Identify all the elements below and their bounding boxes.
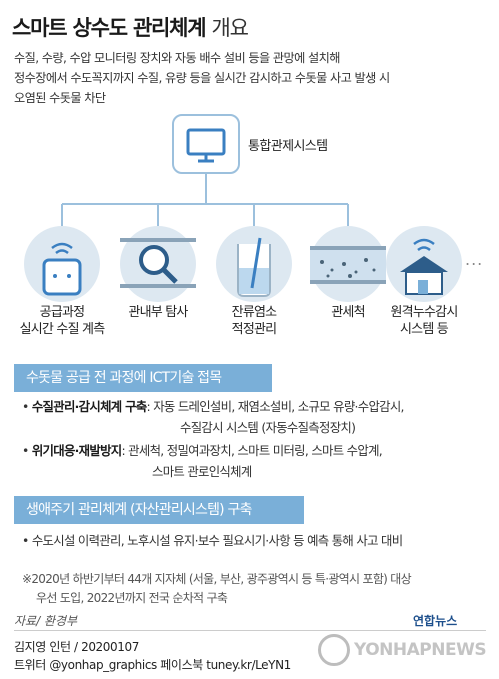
section1-bullet: • 수질관리·감시체계 구축: 자동 드레인설비, 재염소설비, 소규모 유량·… [22, 399, 404, 414]
section2-header: 생애주기 관리체계 (자산관리시스템) 구축 [14, 496, 304, 524]
footnote-line: 우선 도입, 2022년까지 전국 순차적 구축 [36, 591, 228, 605]
section1-header: 수돗물 공급 전 과정에 ICT기술 접목 [14, 364, 272, 392]
connector-lines [61, 174, 349, 226]
bullet-head: 수질관리·감시체계 구축 [31, 399, 147, 414]
title-sub: 개요 [211, 16, 249, 40]
section1-bullet-cont: 수질감시 시스템 (자동수질측정장치) [180, 420, 356, 435]
bullet-text: : 자동 드레인설비, 재염소설비, 소규모 유량·수압감시, [146, 399, 404, 414]
bullet-text: 수도시설 이력관리, 노후시설 유지·보수 필요시기·사항 등 예측 통해 사고… [31, 533, 403, 548]
monitor-icon [186, 128, 226, 163]
source: 자료/ 환경부 [14, 614, 78, 628]
component-label: 원격누수감시 시스템 등 [390, 305, 459, 337]
credit-social: 트위터 @yonhap_graphics 페이스북 tuney.kr/LeYN1 [14, 658, 291, 672]
section2-bullet: • 수도시설 이력관리, 노후시설 유지·보수 필요시기·사항 등 예측 통해 … [22, 533, 403, 548]
component-label: 관세척 [331, 305, 365, 320]
page-title: 스마트 상수도 관리체계 개요 [12, 12, 249, 42]
divider [14, 630, 486, 631]
pipe-circle [310, 226, 386, 302]
house-signal-icon [400, 238, 448, 295]
brand-logo: 연합뉴스 [413, 614, 458, 628]
section1-bullet: • 위기대응·재발방지: 관세척, 정밀여과장치, 스마트 미터링, 스마트 수… [22, 443, 383, 458]
title-main: 스마트 상수도 관리체계 [12, 16, 207, 40]
bullet-text: : 관세척, 정밀여과장치, 스마트 미터링, 스마트 수압계, [121, 443, 383, 458]
section1-bullet-cont: 스마트 관로인식체계 [152, 464, 252, 479]
beaker-icon [237, 237, 271, 297]
hub-monitor [172, 114, 240, 174]
footnote-line: ※2020년 하반기부터 44개 지자체 (서울, 부산, 광주광역시 등 특·… [22, 572, 412, 586]
hub-label: 통합관제시스템 [248, 139, 328, 154]
sensor-circle [24, 226, 100, 302]
intro-line: 오염된 수돗물 차단 [14, 91, 106, 105]
sensor-icon [42, 242, 82, 296]
component-label: 잔류염소 적정관리 [231, 305, 277, 337]
intro-text: 수질, 수량, 수압 모니터링 장치와 자동 배수 설비 등을 관망에 설치해 … [14, 48, 489, 108]
more-marker: ... [465, 250, 484, 269]
house-circle [386, 226, 462, 302]
beaker-circle [216, 226, 292, 302]
component-label: 공급과정 실시간 수질 계측 [19, 305, 106, 337]
pipe-icon [310, 246, 386, 284]
watermark-text: YONHAPNEWS [354, 640, 487, 660]
credit-author: 김지영 인턴 / 20200107 [14, 640, 139, 654]
magnifier-circle [120, 226, 196, 302]
intro-line: 수질, 수량, 수압 모니터링 장치와 자동 배수 설비 등을 관망에 설치해 [14, 51, 340, 65]
magnifier-icon [120, 238, 196, 288]
footnote: ※2020년 하반기부터 44개 지자체 (서울, 부산, 광주광역시 등 특·… [22, 570, 487, 608]
component-label: 관내부 탐사 [128, 305, 188, 320]
intro-line: 정수장에서 수도꼭지까지 수질, 유량 등을 실시간 감시하고 수돗물 사고 발… [14, 71, 390, 85]
bullet-head: 위기대응·재발방지 [31, 443, 122, 458]
watermark-logo [318, 634, 350, 666]
